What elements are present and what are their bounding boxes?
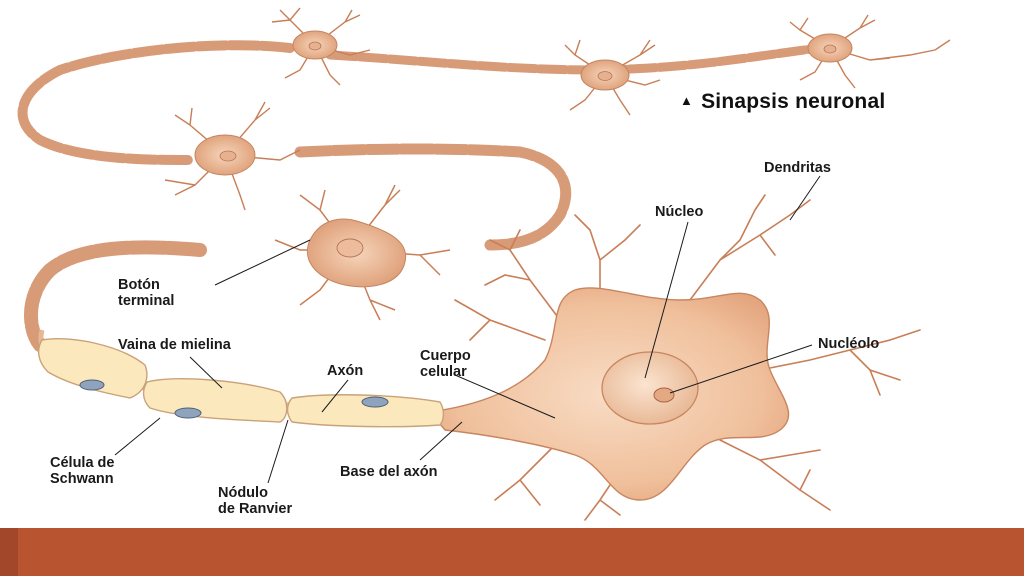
diagram-title-text: Sinapsis neuronal — [701, 90, 886, 113]
mid-left-neuron — [164, 101, 301, 211]
diagram-title: ▲ Sinapsis neuronal — [680, 90, 885, 114]
label-boton-terminal: Botón terminal — [118, 277, 175, 309]
schwann-nucleus-2 — [174, 407, 202, 419]
triangle-marker-icon: ▲ — [680, 93, 694, 108]
main-dendrites — [454, 194, 921, 521]
label-axon: Axón — [327, 363, 364, 379]
footer-bar — [0, 528, 1024, 576]
nucleus — [601, 351, 699, 425]
nucleolus — [653, 387, 675, 403]
label-vaina-mielina: Vaina de mielina — [118, 337, 231, 353]
label-base-axon: Base del axón — [340, 464, 438, 480]
schwann-nucleus-1 — [79, 379, 105, 391]
label-cuerpo-celular: Cuerpo celular — [420, 348, 471, 380]
label-nucleo: Núcleo — [655, 204, 704, 220]
leader-lines — [114, 175, 821, 484]
label-nodulo-ranvier: Nódulo de Ranvier — [218, 485, 293, 517]
myelin-segment-1 — [37, 338, 148, 399]
myelin-segment-3 — [286, 394, 445, 428]
center-neuron — [274, 184, 451, 321]
lower-axon — [37, 329, 445, 428]
label-nucleolo: Nucléolo — [818, 336, 880, 352]
top-neuron-1 — [271, 7, 371, 86]
top-neuron-2 — [564, 39, 661, 116]
top-neuron-3 — [789, 14, 951, 89]
schwann-nucleus-3 — [361, 396, 389, 408]
label-dendritas: Dendritas — [764, 160, 831, 176]
myelin-segment-2 — [142, 378, 288, 423]
footer-bar-edge — [0, 528, 18, 576]
label-celula-schwann: Célula de Schwann — [50, 455, 115, 487]
